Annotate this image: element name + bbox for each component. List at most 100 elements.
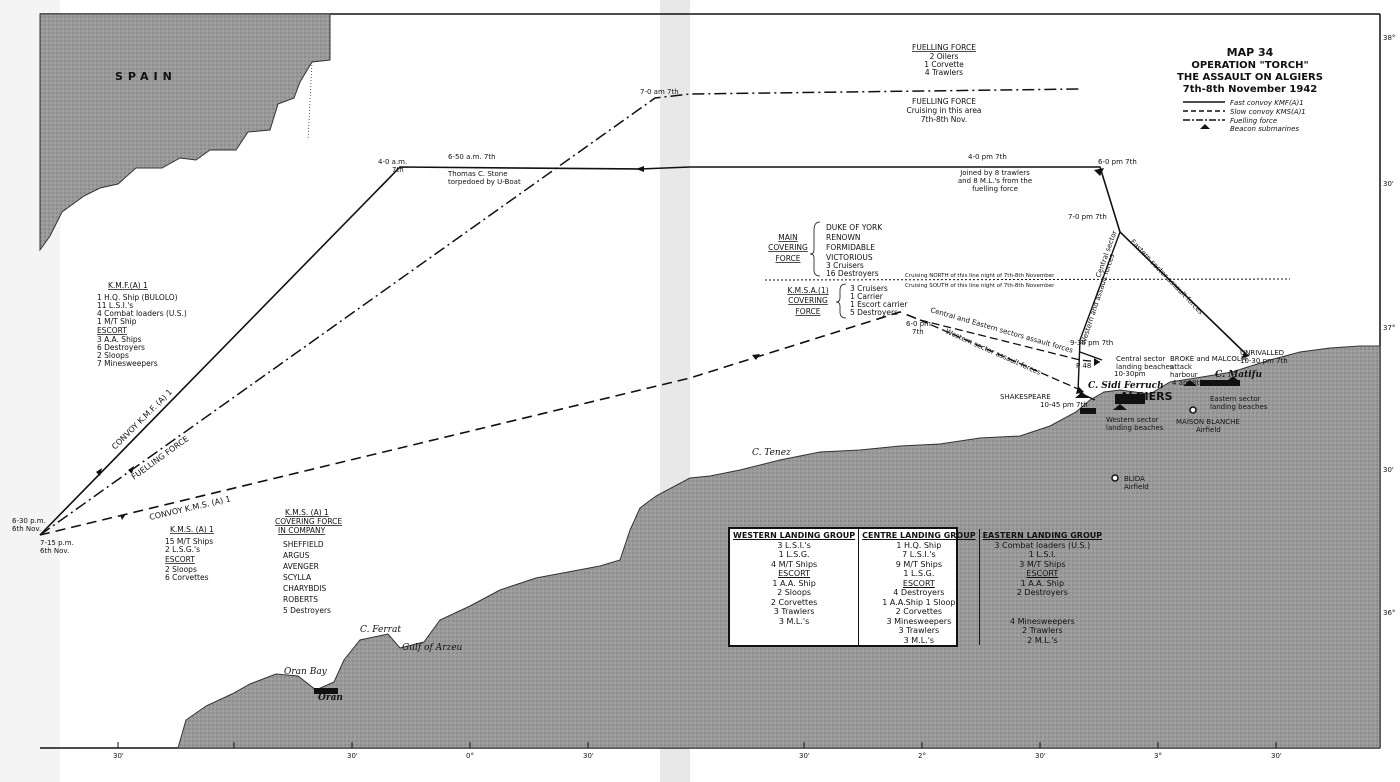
svg-text:SCYLLA: SCYLLA — [283, 573, 312, 582]
legend-slow: Slow convoy KMS(A)1 — [1230, 108, 1306, 116]
svg-text:4-0 pm 7th: 4-0 pm 7th — [968, 153, 1007, 161]
svg-text:30': 30' — [1383, 466, 1394, 474]
svg-text:ESCORT: ESCORT — [97, 326, 127, 335]
svg-text:7th-8th Nov.: 7th-8th Nov. — [921, 115, 967, 124]
svg-text:Cruising in this area: Cruising in this area — [906, 106, 981, 115]
wl-escort: 1 A.A. Ship — [772, 578, 816, 588]
cl-escort: 1 A.A.Ship 1 Sloop — [882, 597, 956, 607]
svg-text:11 L.S.I.'s: 11 L.S.I.'s — [97, 301, 133, 310]
western-landing-group: WESTERN LANDING GROUP 3 L.S.I.'s 1 L.S.G… — [730, 529, 860, 645]
lat-scale: 38° 30' 37° 30' 36° — [1383, 34, 1395, 617]
legend-fuelling: Fuelling force — [1230, 117, 1277, 125]
svg-text:38°: 38° — [1383, 34, 1395, 42]
track-kms — [39, 311, 921, 536]
title-line2: OPERATION "TORCH" — [1191, 60, 1308, 71]
kms-block: K.M.S. (A) 1 15 M/T Ships 2 L.S.G.'s ESC… — [165, 525, 214, 582]
svg-text:K.M.S.A.(1): K.M.S.A.(1) — [787, 286, 828, 295]
svg-text:torpedoed by U-Boat: torpedoed by U-Boat — [448, 178, 521, 186]
title-block: MAP 34 OPERATION "TORCH" THE ASSAULT ON … — [1177, 46, 1323, 95]
cl-line: 1 H.Q. Ship — [896, 540, 942, 550]
label-c-ferrat: C. Ferrat — [360, 625, 401, 635]
el-escort-title: ESCORT — [1026, 569, 1059, 578]
svg-text:P 48: P 48 — [1076, 362, 1091, 370]
svg-text:6th Nov.: 6th Nov. — [40, 547, 69, 555]
svg-text:UNRIVALLED: UNRIVALLED — [1240, 349, 1284, 357]
svg-text:5 Destroyers: 5 Destroyers — [283, 606, 331, 615]
track-kms-branch-b — [919, 319, 1086, 393]
blida-marker — [1111, 474, 1119, 482]
label-spain: SPAIN — [115, 70, 177, 83]
el-escort — [983, 598, 1103, 608]
label-gulf-arzeu: Gulf of Arzeu — [402, 643, 463, 653]
svg-text:6-0 pm 7th: 6-0 pm 7th — [1098, 158, 1137, 166]
svg-text:6-30 p.m.: 6-30 p.m. — [12, 517, 46, 525]
svg-text:1 Corvette: 1 Corvette — [924, 60, 964, 69]
centre-title: CENTRE LANDING GROUP — [862, 531, 976, 540]
svg-text:2 Sloops: 2 Sloops — [97, 351, 129, 360]
centre-landing-group: CENTRE LANDING GROUP 1 H.Q. Ship 7 L.S.I… — [859, 529, 980, 645]
fuelling-force-cruise: FUELLING FORCE Cruising in this area 7th… — [906, 97, 981, 124]
svg-text:15 M/T Ships: 15 M/T Ships — [165, 537, 213, 546]
track-kms-branch-a — [919, 319, 1101, 363]
svg-text:3°: 3° — [1154, 752, 1162, 760]
svg-text:SHEFFIELD: SHEFFIELD — [283, 540, 324, 549]
eastern-landing-group: EASTERN LANDING GROUP 3 Combat loaders (… — [980, 529, 1106, 645]
svg-text:landing beaches: landing beaches — [1106, 424, 1164, 432]
el-escort: 2 Trawlers — [1022, 626, 1063, 635]
svg-text:FUELLING FORCE: FUELLING FORCE — [912, 43, 976, 52]
svg-text:4-0 a.m.: 4-0 a.m. — [378, 158, 407, 166]
svg-text:AVENGER: AVENGER — [283, 562, 319, 571]
kmsa-covering: K.M.S.A.(1) COVERING FORCE 3 Cruisers 1 … — [787, 283, 908, 319]
svg-text:fuelling force: fuelling force — [972, 185, 1018, 193]
track-arrows — [96, 166, 1250, 520]
svg-text:37°: 37° — [1383, 324, 1395, 332]
svg-text:COVERING: COVERING — [788, 296, 828, 305]
svg-text:30': 30' — [1035, 752, 1046, 760]
track-fuelling — [39, 88, 1081, 536]
title-line4: 7th-8th November 1942 — [1183, 84, 1318, 95]
svg-text:9-30 pm 7th: 9-30 pm 7th — [1070, 339, 1113, 347]
label-maison-blanche-sub: Airfield — [1196, 426, 1221, 434]
svg-text:3 A.A. Ships: 3 A.A. Ships — [97, 335, 142, 344]
svg-text:Eastern sector: Eastern sector — [1210, 395, 1261, 403]
svg-text:6 Corvettes: 6 Corvettes — [165, 573, 209, 582]
cruise-line — [764, 278, 1291, 281]
el-line: 3 M/T Ships — [1019, 559, 1066, 569]
svg-text:COVERING: COVERING — [768, 243, 808, 252]
land-spain — [39, 13, 331, 252]
svg-text:ROBERTS: ROBERTS — [283, 595, 318, 604]
svg-text:COVERING FORCE: COVERING FORCE — [275, 517, 342, 526]
wl-line: 3 L.S.I.'s — [777, 540, 811, 550]
title-line1: MAP 34 — [1227, 46, 1274, 59]
cl-escort: 3 Minesweepers — [886, 616, 952, 626]
svg-text:FORMIDABLE: FORMIDABLE — [826, 243, 875, 252]
svg-text:Western sector: Western sector — [1106, 416, 1159, 424]
svg-text:10-45 pm 7th: 10-45 pm 7th — [1040, 401, 1088, 409]
svg-text:2 L.S.G.'s: 2 L.S.G.'s — [165, 545, 200, 554]
fuelling-force-top: FUELLING FORCE 2 Oilers 1 Corvette 4 Tra… — [912, 43, 976, 77]
wl-escort: 3 M.L.'s — [778, 616, 810, 626]
svg-text:36°: 36° — [1383, 609, 1395, 617]
svg-text:30': 30' — [1271, 752, 1282, 760]
svg-text:2°: 2° — [918, 752, 926, 760]
svg-text:Central sector: Central sector — [1116, 355, 1166, 363]
wl-escort: 3 Trawlers — [773, 607, 815, 616]
svg-text:30': 30' — [583, 752, 594, 760]
el-escort — [983, 607, 1103, 617]
el-line: 3 Combat loaders (U.S.) — [994, 540, 1091, 550]
svg-text:1 H.Q. Ship (BULOLO): 1 H.Q. Ship (BULOLO) — [97, 293, 178, 302]
label-c-sidi-ferruch: C. Sidi Ferruch — [1088, 381, 1164, 391]
svg-text:2 Sloops: 2 Sloops — [165, 565, 197, 574]
svg-text:3 Cruisers: 3 Cruisers — [850, 284, 888, 293]
label-c-tenez: C. Tenez — [752, 448, 791, 458]
lon-scale: 30' 30' 0° 30' 30' 2° 30' 3° 30' — [113, 742, 1282, 760]
svg-text:3 Cruisers: 3 Cruisers — [826, 261, 864, 270]
cl-line: 1 L.S.G. — [903, 569, 935, 578]
cruise-labels: Cruising NORTH of this line night of 7th… — [905, 273, 1055, 289]
svg-text:10-30pm: 10-30pm — [1114, 370, 1146, 378]
svg-text:6 Destroyers: 6 Destroyers — [97, 343, 145, 352]
svg-text:FORCE: FORCE — [775, 254, 800, 263]
svg-text:K.M.S. (A) 1: K.M.S. (A) 1 — [170, 525, 214, 534]
kms-covering: K.M.S. (A) 1 COVERING FORCE IN COMPANY S… — [275, 508, 342, 615]
